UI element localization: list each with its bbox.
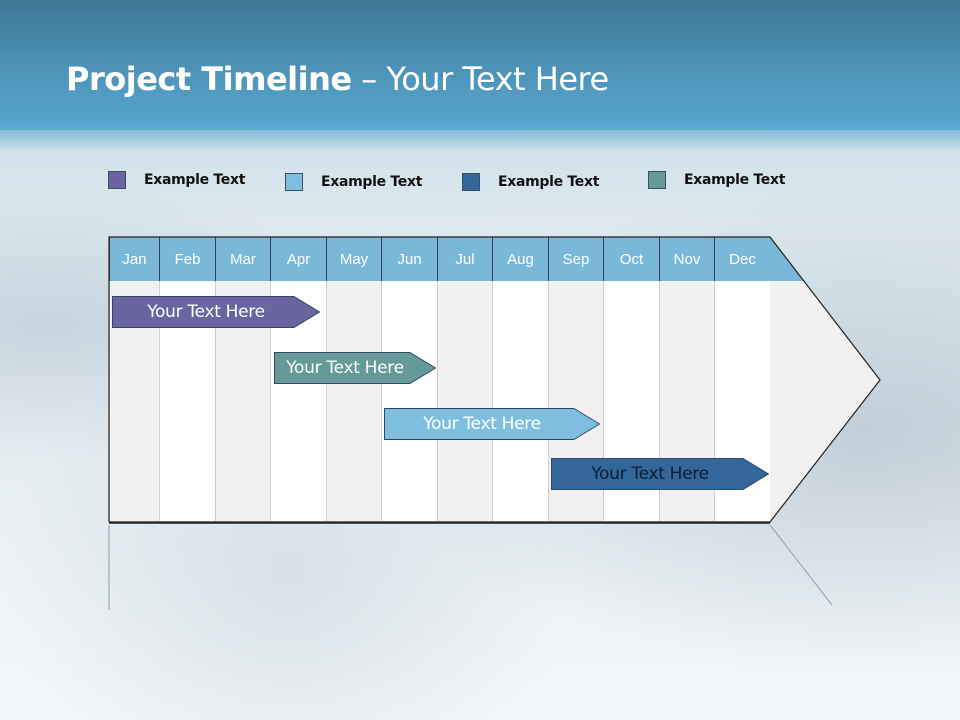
legend-item: Example Text [108, 170, 245, 190]
task-label: Your Text Here [286, 358, 404, 378]
title-rest: – Your Text Here [351, 60, 609, 98]
task-label: Your Text Here [423, 414, 541, 434]
legend-swatch [648, 171, 666, 189]
legend-swatch [108, 171, 126, 189]
legend-item: Example Text [648, 170, 785, 190]
legend-swatch [462, 173, 480, 191]
month-column [326, 281, 381, 521]
month-header: Oct [603, 237, 659, 281]
task-label: Your Text Here [147, 302, 265, 322]
month-header: Mar [215, 237, 270, 281]
month-header: Jul [437, 237, 492, 281]
month-header: Dec [714, 237, 770, 281]
legend-item: Example Text [462, 172, 599, 192]
task-bar[interactable]: Your Text Here [274, 352, 436, 384]
legend-label: Example Text [321, 174, 423, 190]
month-header: Feb [159, 237, 215, 281]
month-header: Nov [659, 237, 714, 281]
task-bar[interactable]: Your Text Here [112, 296, 320, 328]
month-header: May [326, 237, 381, 281]
month-header: Jan [109, 237, 159, 281]
banner-fade [0, 122, 960, 152]
task-bar[interactable]: Your Text Here [551, 458, 769, 490]
month-column [437, 281, 492, 521]
month-header: Sep [548, 237, 603, 281]
month-header: Jun [381, 237, 437, 281]
month-column [381, 281, 437, 521]
legend-label: Example Text [684, 172, 786, 188]
title-bold: Project Timeline [66, 60, 352, 98]
legend-item: Example Text [285, 172, 422, 192]
legend-label: Example Text [144, 172, 246, 188]
page-title: Project Timeline – Your Text Here [66, 60, 609, 98]
legend-label: Example Text [498, 174, 600, 190]
month-header: Aug [492, 237, 548, 281]
month-column [492, 281, 548, 521]
month-header: Apr [270, 237, 326, 281]
legend-swatch [285, 173, 303, 191]
task-bar[interactable]: Your Text Here [384, 408, 600, 440]
task-label: Your Text Here [591, 464, 709, 484]
title-banner [0, 0, 960, 130]
